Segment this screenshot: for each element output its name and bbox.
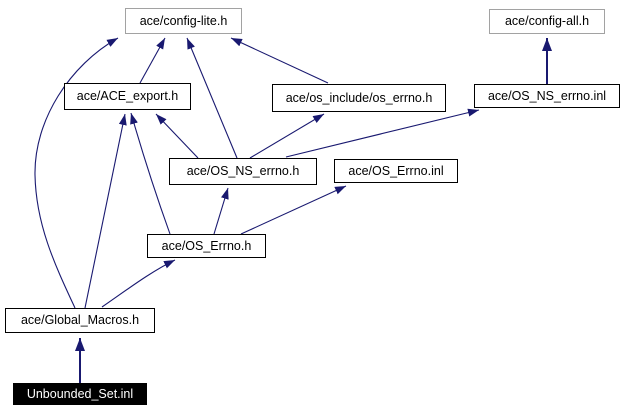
node-global-macros-h[interactable]: ace/Global_Macros.h bbox=[5, 308, 155, 333]
node-os-include-os-errno-h[interactable]: ace/os_include/os_errno.h bbox=[272, 84, 446, 112]
edge-ace-export-to-config-lite bbox=[139, 37, 166, 84]
node-config-all-h: ace/config-all.h bbox=[489, 9, 605, 34]
node-os-errno-h-label: ace/OS_Errno.h bbox=[161, 238, 252, 253]
edge-os-include-os-errno-to-config-lite bbox=[230, 37, 329, 84]
node-ace-export-h[interactable]: ace/ACE_export.h bbox=[64, 83, 191, 110]
edge-os-errno-h-to-ace-export bbox=[130, 112, 171, 235]
node-os-errno-h[interactable]: ace/OS_Errno.h bbox=[147, 234, 266, 258]
edge-global-macros-to-ace-export bbox=[84, 113, 127, 309]
edge-global-macros-to-os-errno-h bbox=[101, 259, 176, 308]
node-os-errno-inl-label: ace/OS_Errno.inl bbox=[348, 163, 444, 178]
edge-os-errno-h-to-os-ns-errno-h bbox=[213, 187, 229, 235]
node-config-all-h-label: ace/config-all.h bbox=[504, 14, 590, 29]
node-config-lite-h: ace/config-lite.h bbox=[125, 8, 242, 34]
node-os-include-os-errno-h-label: ace/os_include/os_errno.h bbox=[285, 90, 433, 105]
edge-os-ns-errno-h-to-ace-export bbox=[155, 113, 199, 159]
node-config-lite-h-label: ace/config-lite.h bbox=[139, 13, 228, 28]
edge-os-errno-h-to-os-errno-inl bbox=[240, 185, 347, 235]
node-global-macros-h-label: ace/Global_Macros.h bbox=[20, 313, 140, 328]
edge-os-ns-errno-h-to-config-lite bbox=[186, 37, 238, 159]
node-os-errno-inl[interactable]: ace/OS_Errno.inl bbox=[334, 159, 458, 183]
edge-os-ns-errno-h-to-os-ns-errno-inl bbox=[285, 108, 480, 158]
node-os-ns-errno-inl-label: ace/OS_NS_errno.inl bbox=[487, 88, 607, 103]
edge-global-macros-to-config-lite bbox=[34, 37, 119, 309]
edge-os-ns-errno-h-to-os-include-os-errno bbox=[249, 113, 325, 159]
node-os-ns-errno-h[interactable]: ace/OS_NS_errno.h bbox=[169, 158, 317, 185]
node-unbounded-set-inl-label: Unbounded_Set.inl bbox=[26, 386, 134, 401]
node-os-ns-errno-h-label: ace/OS_NS_errno.h bbox=[186, 164, 300, 179]
node-ace-export-h-label: ace/ACE_export.h bbox=[76, 89, 179, 104]
node-os-ns-errno-inl[interactable]: ace/OS_NS_errno.inl bbox=[474, 84, 620, 108]
node-unbounded-set-inl: Unbounded_Set.inl bbox=[13, 383, 147, 405]
